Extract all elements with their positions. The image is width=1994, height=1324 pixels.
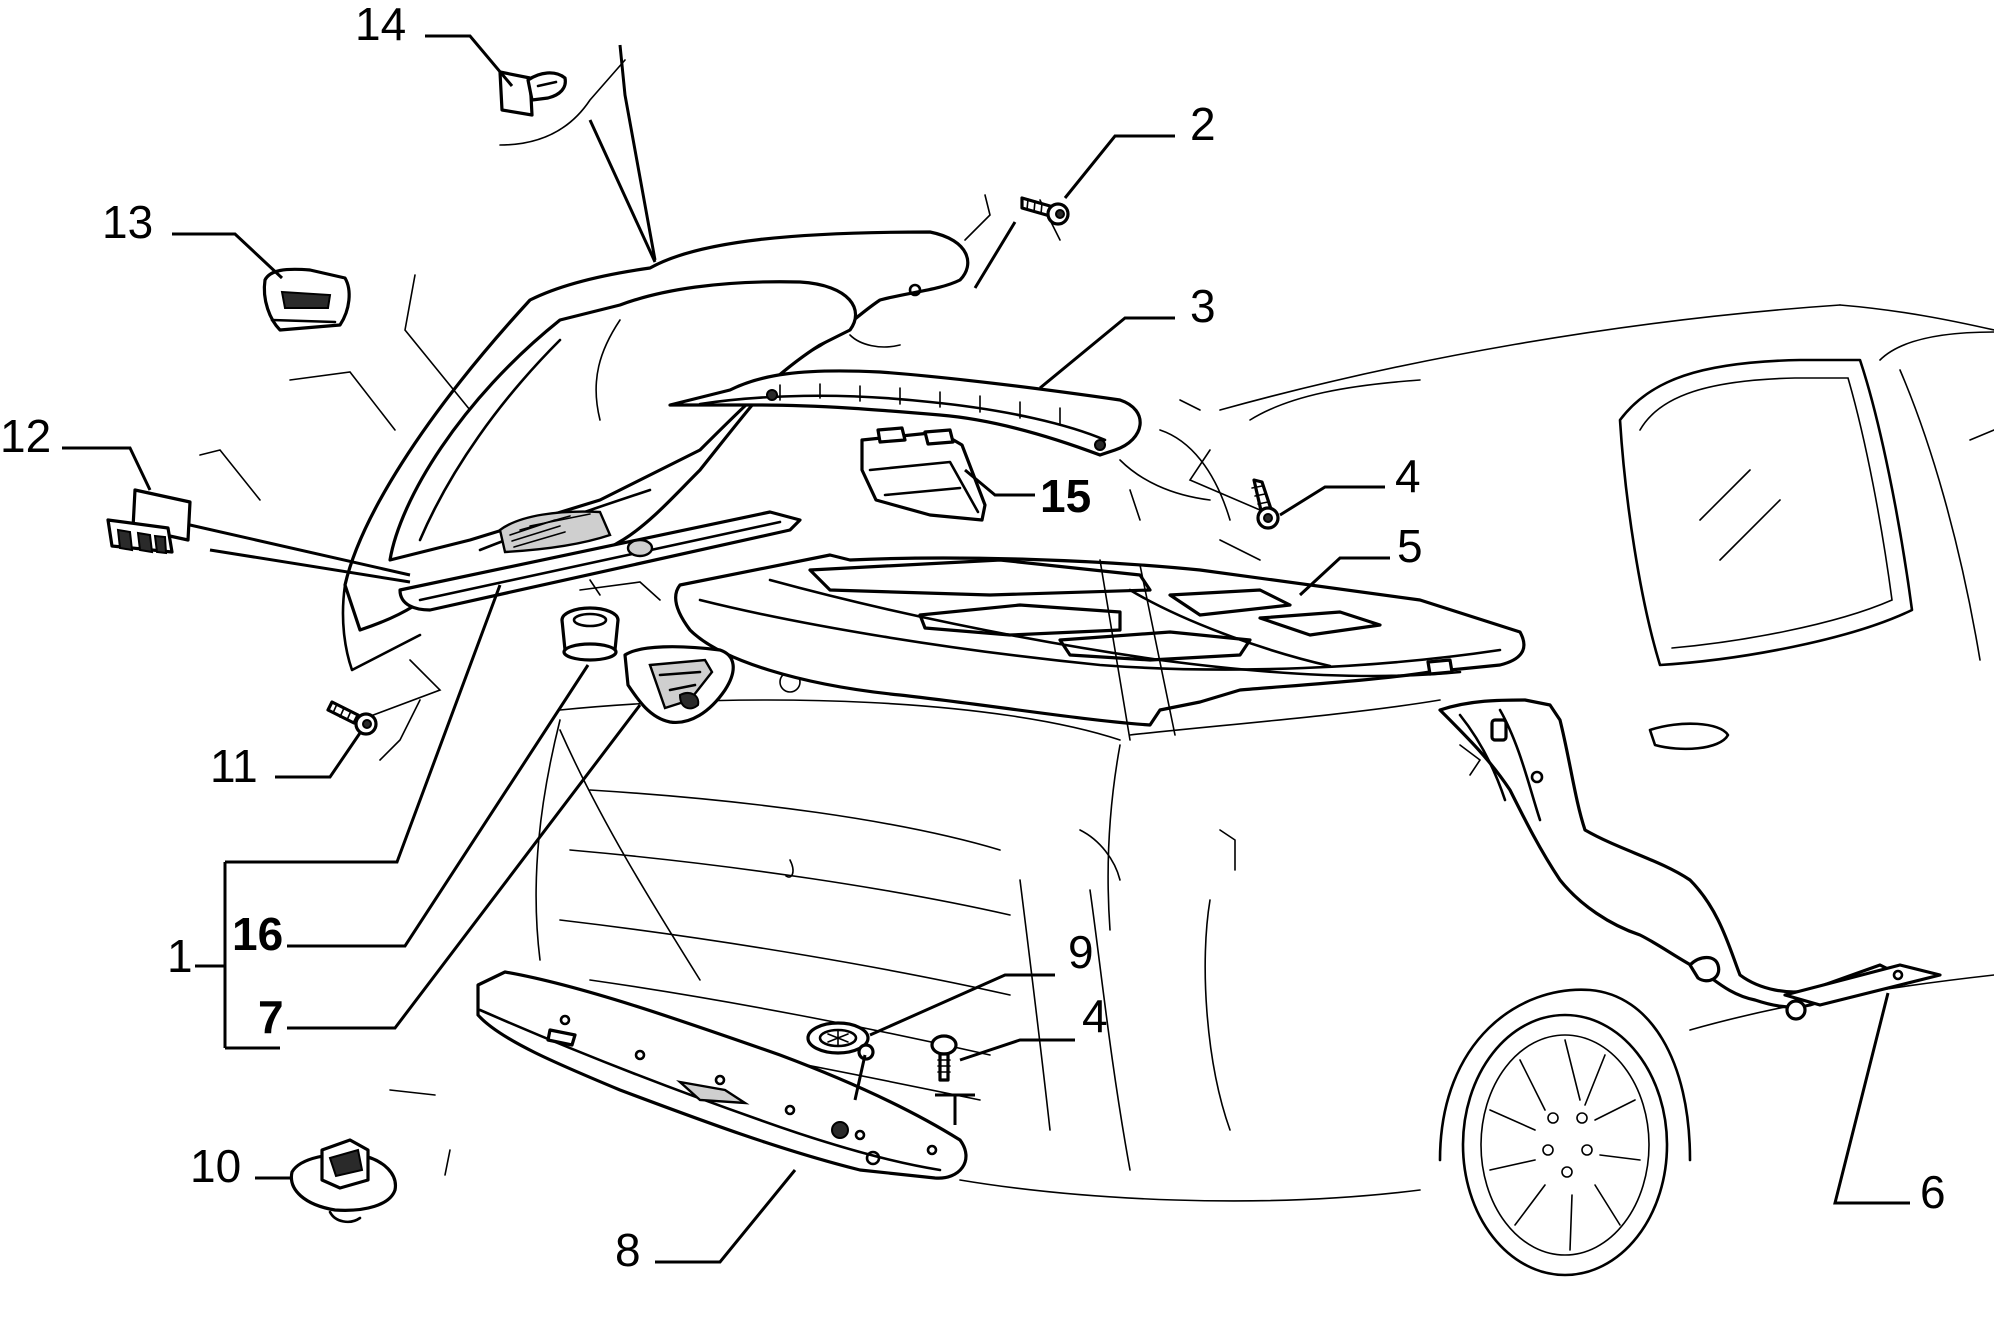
leader-lines (62, 34, 1910, 1264)
part-9-grommet (806, 1021, 875, 1061)
label-6: 6 (1920, 1166, 1946, 1218)
label-12: 12 (0, 410, 51, 462)
part-14-clip (498, 70, 567, 117)
label-3: 3 (1190, 280, 1216, 332)
part-13-handle (262, 267, 351, 332)
part-4-upper-screw (1251, 478, 1280, 530)
label-4-upper: 4 (1395, 450, 1421, 502)
part-6-side-trim (1438, 698, 1942, 1021)
label-14: 14 (355, 0, 406, 50)
part-2-screw (1020, 196, 1070, 226)
construction-lines (199, 59, 1261, 1176)
part-1-tailgate-trim (341, 230, 970, 672)
label-7: 7 (258, 991, 284, 1043)
part-11-screw (326, 700, 378, 736)
label-5: 5 (1397, 520, 1423, 572)
label-13: 13 (102, 196, 153, 248)
label-9: 9 (1068, 926, 1094, 978)
part-12-clip (106, 488, 192, 555)
label-11: 11 (210, 740, 258, 792)
callout-labels: 14 13 12 2 3 4 5 15 11 1 16 7 9 4 10 8 6 (0, 0, 1946, 1276)
label-1: 1 (167, 930, 193, 982)
part-16-grommet (560, 606, 620, 662)
part-8-sill-trim (476, 970, 968, 1180)
part-15-bracket (860, 426, 987, 522)
part-3-upper-trim (668, 369, 1211, 501)
part-7-catch (623, 645, 735, 725)
part-10-bracket (289, 1138, 397, 1224)
part-4-lower-screw (930, 1034, 958, 1082)
label-2: 2 (1190, 98, 1216, 150)
part-5-parcel-shelf (674, 553, 1526, 741)
label-4-lower: 4 (1082, 990, 1108, 1042)
label-15: 15 (1040, 470, 1091, 522)
label-16: 16 (232, 908, 283, 960)
label-10: 10 (190, 1140, 241, 1192)
label-8: 8 (615, 1224, 641, 1276)
